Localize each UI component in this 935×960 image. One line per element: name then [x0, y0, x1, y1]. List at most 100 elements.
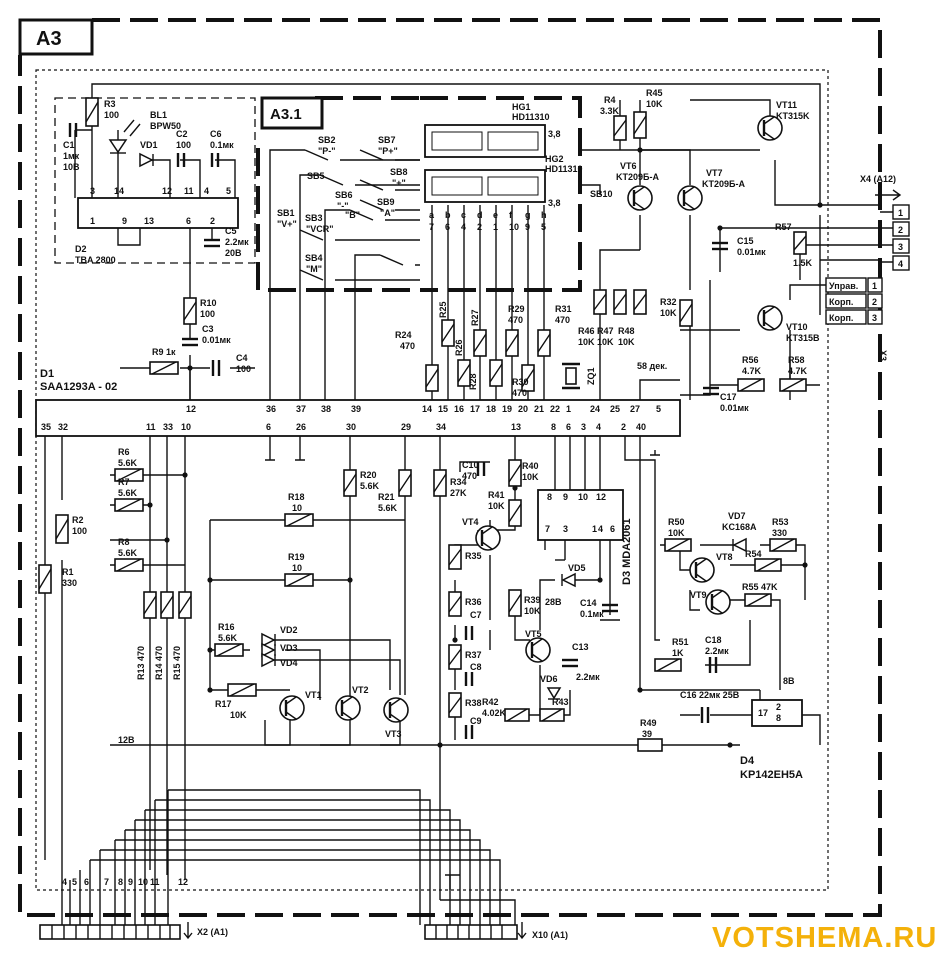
resistor-r2: R2 100 — [55, 514, 87, 544]
r9-label: R9 1к — [152, 347, 176, 357]
r15-label: R15 470 — [172, 646, 182, 680]
c13-value: 2.2мк — [576, 672, 600, 682]
r24-value: 470 — [400, 341, 415, 351]
resistor-r47: R47 10K — [597, 289, 627, 347]
resistor-r37: R37 — [448, 644, 482, 670]
r45-value: 10K — [646, 99, 663, 109]
c14-value: 0.1мк — [580, 609, 604, 619]
c1-label: C1 — [63, 140, 75, 150]
diode-vd3: VD3 — [261, 642, 298, 658]
sb10-label: SB10 — [590, 189, 613, 199]
resistor-r26b: R38 — [448, 692, 482, 718]
d2-pin-6: 6 — [186, 216, 191, 226]
sb1-label: SB1 — [277, 208, 295, 218]
bl1-label: BL1 — [150, 110, 167, 120]
resistor-r15: R15 470 — [172, 591, 192, 680]
r42-label: R42 — [482, 697, 499, 707]
c6-value: 0.1мк — [210, 140, 234, 150]
r57-value: 1.5K — [793, 258, 813, 268]
d2-pin-12: 12 — [162, 186, 172, 196]
c5-value: 2.2мк — [225, 237, 249, 247]
resistor-r41: R41 10K — [488, 490, 522, 527]
capacitor-c13: C13 2.2мк — [562, 642, 600, 682]
capacitor-c3: C3 0.01мк — [182, 324, 231, 347]
d1-body — [35, 399, 681, 437]
d1-pin-10: 10 — [181, 422, 191, 432]
vd7-part: KC168A — [722, 522, 757, 532]
r3-label: R3 — [104, 99, 116, 109]
block-a31-boundary: А3.1 — [256, 96, 582, 292]
d3-pin-8: 8 — [547, 492, 552, 502]
r36-label: R36 — [465, 597, 482, 607]
x3-pin-3: 3 — [872, 313, 877, 323]
r13-label: R13 470 — [136, 646, 146, 680]
capacitor-c10: C10 470 — [462, 460, 486, 481]
r6-value: 5.6K — [118, 458, 138, 468]
capacitor-c16: C16 22мк 25В — [680, 690, 740, 723]
resistor-r25: R25 — [438, 301, 455, 347]
c9-label: C9 — [470, 716, 482, 726]
transistor-vt5: VT5 — [525, 629, 551, 663]
x2-pin-8: 8 — [118, 877, 123, 887]
chip-d3: D3 MDA2061 8 9 10 12 7 3 1 4 6 — [537, 489, 633, 585]
transistor-vt7: VT7 KT209Б-А — [677, 168, 745, 211]
vt3-label: VT3 — [385, 729, 402, 739]
r56-value: 4.7K — [742, 366, 762, 376]
capacitor-c9: C9 — [464, 716, 482, 739]
r3-value: 100 — [104, 110, 119, 120]
sb9-label: SB9 — [377, 197, 395, 207]
r29-label: R29 — [508, 304, 525, 314]
x2-label: X2 (A1) — [197, 927, 228, 937]
display-hg1: HG1 HD11310 3,8 — [424, 102, 561, 158]
x4-pin-3: 3 — [898, 242, 903, 252]
r49-label: R49 — [640, 718, 657, 728]
d1-name: D1 — [40, 368, 54, 380]
x4-pin-2: 2 — [898, 225, 903, 235]
voltage-8v: 8В — [783, 676, 795, 686]
r39-label: R39 — [524, 595, 541, 605]
voltage-28v: 28В — [545, 597, 562, 607]
d2-part: TBA 2800 — [75, 255, 116, 265]
x2-pin-11: 11 — [150, 877, 160, 887]
d1-pin-4: 4 — [596, 422, 601, 432]
resistor-r26: R26 — [454, 339, 471, 387]
seg-mark-1: 3,8 — [548, 129, 561, 139]
r37-label: R37 — [465, 650, 482, 660]
junctions — [147, 147, 823, 748]
vt10-label: VT10 — [786, 322, 808, 332]
r26-label: R26 — [454, 339, 464, 356]
voltage-12v: 12В — [118, 735, 135, 745]
r56-label: R56 — [742, 355, 759, 365]
resistor-r16: R16 5.6K — [214, 622, 244, 657]
c15-label: C15 — [737, 236, 754, 246]
transistor-vt8: VT8 — [689, 552, 733, 583]
vt7-label: VT7 — [706, 168, 723, 178]
resistor-r34: R34 27K — [433, 469, 467, 498]
vt9-label: VT9 — [690, 590, 707, 600]
capacitor-c5: C5 2.2мк 20В — [204, 226, 249, 258]
vd6-label: VD6 — [540, 674, 558, 684]
capacitor-c6: C6 0.1мк — [210, 129, 234, 167]
d1-pin-40: 40 — [636, 422, 646, 432]
crystal-zq1: ZQ1 — [562, 362, 596, 390]
transistor-vt9: VT9 — [690, 589, 731, 615]
d1-pin-32: 32 — [58, 422, 68, 432]
resistor-r31: R31 470 — [537, 304, 572, 357]
d4-pin-8: 8 — [776, 713, 781, 723]
d1-pin-1: 1 — [566, 404, 571, 414]
d1-pin-35: 35 — [41, 422, 51, 432]
sb4-label: SB4 — [305, 253, 323, 263]
sw-mark-p-minus: "P-" — [318, 146, 336, 156]
d3-pin-9: 9 — [563, 492, 568, 502]
r34-label: R34 — [450, 477, 467, 487]
resistor-r17: R17 10K — [215, 683, 257, 720]
resistor-r32: R32 10K — [660, 297, 693, 327]
r20-label: R20 — [360, 470, 377, 480]
r50-value: 10K — [668, 528, 685, 538]
d2-pin-2: 2 — [210, 216, 215, 226]
vt6-label: VT6 — [620, 161, 637, 171]
d1-pin-39: 39 — [351, 404, 361, 414]
